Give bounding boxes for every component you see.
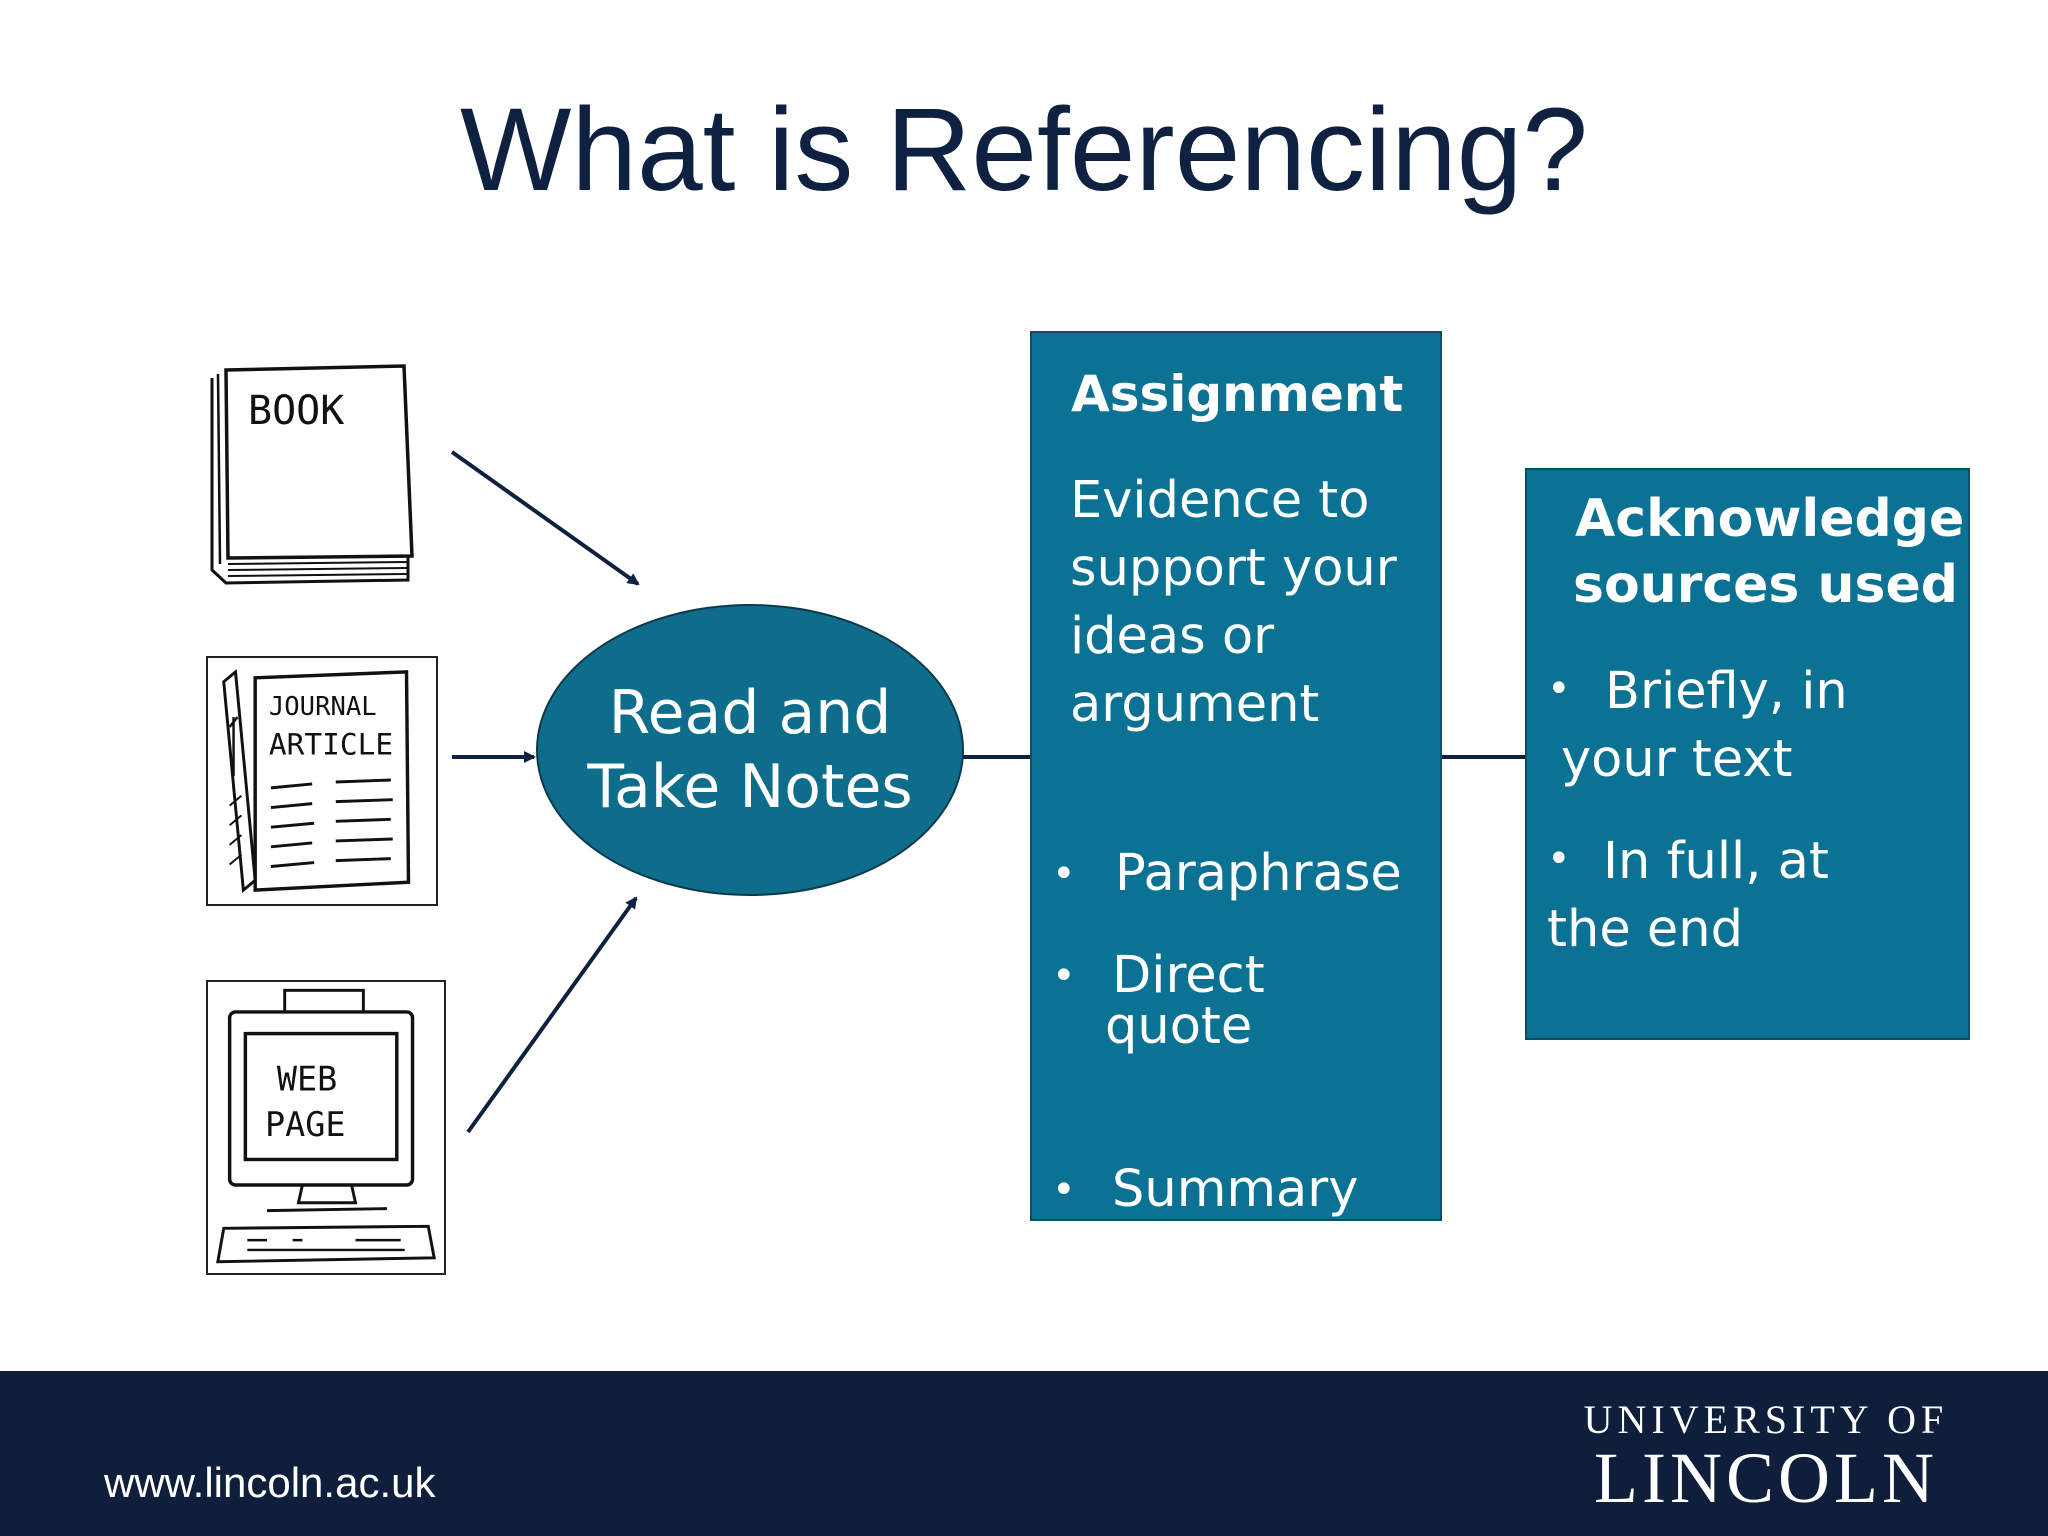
assignment-body-line: support your xyxy=(1070,539,1397,598)
bullet-dot: • xyxy=(1052,1167,1076,1213)
read-and-take-notes-node: Read and Take Notes xyxy=(536,604,964,896)
notes-line-2: Take Notes xyxy=(587,752,913,822)
assignment-heading: Assignment xyxy=(1071,365,1404,423)
journal-illustration: JOURNAL ARTICLE xyxy=(206,656,438,906)
web-arrow xyxy=(466,896,638,1134)
bullet-dot: • xyxy=(1052,851,1076,897)
university-logo: UNIVERSITY OF LINCOLN xyxy=(1576,1397,1956,1515)
acknowledge-panel: Acknowledge sources used • Briefly, in y… xyxy=(1525,468,1970,1040)
assignment-body-line: Evidence to xyxy=(1070,471,1370,530)
webpage-label-line2: PAGE xyxy=(265,1105,346,1144)
logo-line-1: UNIVERSITY OF xyxy=(1583,1397,1949,1442)
bullet-dot: • xyxy=(1547,836,1571,882)
ack-item-2-line2: the end xyxy=(1547,900,1743,959)
book-label: BOOK xyxy=(248,388,344,434)
assignment-body: Evidence to support your ideas or argume… xyxy=(1070,467,1397,739)
assignment-panel: Assignment Evidence to support your idea… xyxy=(1030,331,1442,1221)
assignment-body-line: argument xyxy=(1070,675,1320,734)
webpage-illustration: WEB PAGE xyxy=(206,980,446,1275)
journal-label-line1: JOURNAL xyxy=(269,692,377,722)
bullet-dot: • xyxy=(1052,953,1076,999)
logo-line-2: LINCOLN xyxy=(1594,1438,1938,1518)
bullet-direct-quote-line1: Direct xyxy=(1112,946,1265,1005)
journal-label-line2: ARTICLE xyxy=(269,727,393,761)
ack-item-2-line1: In full, at xyxy=(1603,832,1829,891)
webpage-label-line1: WEB xyxy=(277,1060,337,1099)
notes-line-1: Read and xyxy=(608,678,892,748)
acknowledge-heading-line2: sources used xyxy=(1573,555,1958,615)
bullet-dot: • xyxy=(1547,666,1571,712)
slide-title: What is Referencing? xyxy=(459,84,1589,216)
assignment-body-line: ideas or xyxy=(1070,607,1275,666)
footer-url[interactable]: www.lincoln.ac.uk xyxy=(104,1459,436,1506)
bullet-direct-quote-line2: quote xyxy=(1105,997,1253,1056)
ack-item-1-line2: your text xyxy=(1561,730,1793,789)
bullet-paraphrase: Paraphrase xyxy=(1115,844,1402,903)
bullet-summary: Summary xyxy=(1112,1160,1359,1219)
book-arrow xyxy=(450,450,640,586)
ack-item-1-line1: Briefly, in xyxy=(1605,662,1848,721)
book-illustration: BOOK xyxy=(198,358,420,588)
footer-bar xyxy=(0,1371,2048,1536)
acknowledge-heading-line1: Acknowledge xyxy=(1575,489,1965,549)
